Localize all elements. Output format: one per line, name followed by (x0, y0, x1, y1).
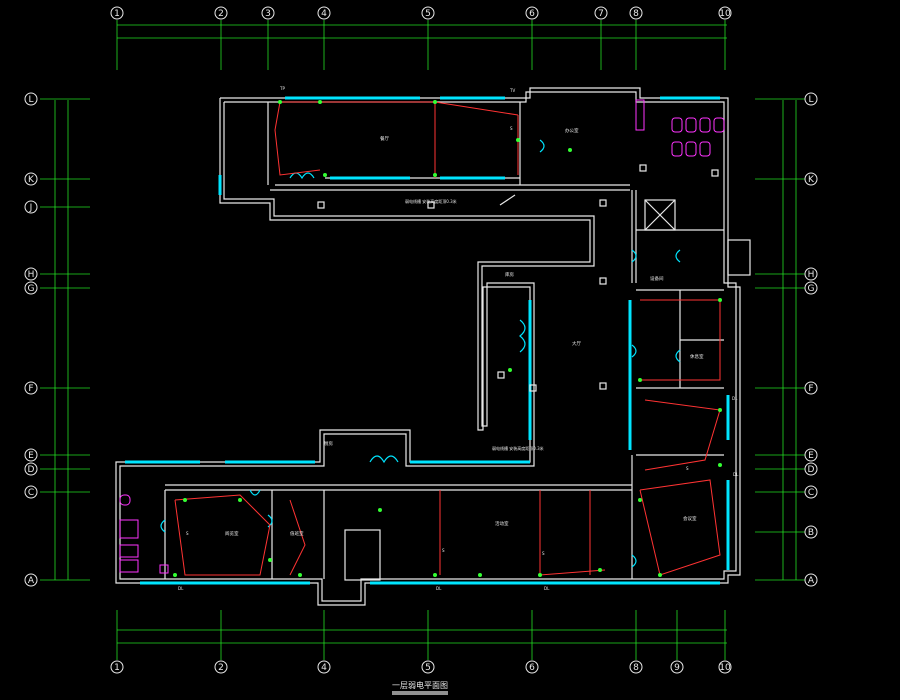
grid-top-label: 6 (529, 9, 535, 19)
grid-left-label: L (28, 95, 33, 105)
grid-bottom-label: 1 (114, 663, 120, 673)
grid-bottom-label: 8 (633, 663, 639, 673)
restroom-fixtures (119, 99, 725, 574)
mark-dl: DL (544, 586, 550, 591)
room-label-hall: 大厅 (572, 340, 581, 347)
doors (160, 139, 681, 568)
mark-s: S (442, 548, 445, 553)
grid-right-label: H (808, 270, 815, 280)
columns (317, 164, 719, 392)
grid-left-label: J (29, 203, 33, 213)
room-label-office: 办公室 (565, 127, 579, 134)
grid-left-label: E (28, 451, 34, 461)
grid-right-label: D (808, 465, 815, 475)
devices (173, 100, 722, 577)
room-label-duty: 值班室 (290, 530, 304, 537)
grid-bubbles-right: L K H G F E D C B A (804, 92, 818, 587)
wiring (174, 101, 721, 576)
grid-bottom-label: 6 (529, 663, 535, 673)
grid-bubbles-left: L K J H G F E D C A (24, 92, 38, 587)
mark-s: S (686, 466, 689, 471)
drawing-title-block: 一层弱电平面图 (392, 680, 448, 695)
grid-right-label: G (808, 284, 815, 294)
annotation-marks: S S S S S DL DL DL DL DL TV TP (178, 86, 739, 591)
mark-dl: DL (732, 396, 738, 401)
grid-bubbles-bottom: 1 2 4 5 6 8 9 10 (110, 660, 732, 674)
cable-note-middle: 弱电线槽 安装高度距顶0.3米 (492, 445, 544, 451)
grid-top-label: 5 (425, 9, 431, 19)
grid-top-label: 1 (114, 9, 120, 19)
grid-bubbles-top: 1 2 3 4 5 6 7 8 10 (110, 6, 732, 20)
drawing-title: 一层弱电平面图 (392, 680, 448, 690)
grid-left-label: C (28, 488, 34, 498)
mark-s: S (186, 531, 189, 536)
cable-notes: 弱电线槽 安装高度距顶0.3米 弱电线槽 安装高度距顶0.3米 (405, 194, 544, 451)
grid-right-label: F (808, 384, 813, 394)
mark-s: S (542, 551, 545, 556)
grid-bottom-label: 5 (425, 663, 431, 673)
room-label-kitchen: 厨房 (324, 440, 333, 447)
room-labels: 餐厅 办公室 大厅 阅览室 值班室 活动室 会议室 休息室 库房 设备间 厨房 (225, 127, 704, 537)
room-label-dining: 餐厅 (380, 135, 389, 142)
grid-left-label: G (28, 284, 35, 294)
grid-top-label: 10 (719, 9, 731, 19)
grid-right-label: L (808, 95, 813, 105)
grid-left-label: D (28, 465, 35, 475)
mark-dl: DL (178, 586, 184, 591)
grid-top-label: 7 (598, 9, 604, 19)
cable-note-top: 弱电线槽 安装高度距顶0.3米 (405, 198, 457, 204)
mark-tp: TP (279, 86, 285, 91)
grid-right-label: C (808, 488, 814, 498)
grid-left-label: A (28, 576, 35, 586)
room-label-meeting: 会议室 (683, 515, 697, 522)
grid-bottom-label: 10 (719, 663, 731, 673)
grid-left-label: F (28, 384, 33, 394)
mark-tv: TV (509, 88, 515, 93)
mark-dl: DL (733, 472, 739, 477)
room-label-storage: 库房 (505, 271, 514, 278)
room-label-lounge: 休息室 (690, 353, 704, 360)
room-label-activity: 活动室 (495, 520, 509, 527)
grid-right-label: K (808, 175, 815, 185)
grid-right-label: E (808, 451, 814, 461)
grid-top-label: 3 (265, 9, 271, 19)
grid-top-label: 4 (321, 9, 327, 19)
grid-top-label: 2 (218, 9, 224, 19)
windows (125, 96, 730, 585)
grid-left-label: H (28, 270, 35, 280)
grid-bottom-label: 9 (674, 663, 680, 673)
grid-right-label: A (808, 576, 815, 586)
grid-right-label: B (808, 528, 814, 538)
building-walls (115, 87, 751, 606)
mark-dl: DL (436, 586, 442, 591)
grid-bottom-label: 4 (321, 663, 327, 673)
mark-s: S (510, 126, 513, 131)
room-label-equipment: 设备间 (650, 275, 664, 282)
grid-bottom-label: 2 (218, 663, 224, 673)
dimension-lines (40, 20, 810, 660)
grid-top-label: 8 (633, 9, 639, 19)
room-label-reading: 阅览室 (225, 530, 239, 537)
grid-left-label: K (28, 175, 35, 185)
